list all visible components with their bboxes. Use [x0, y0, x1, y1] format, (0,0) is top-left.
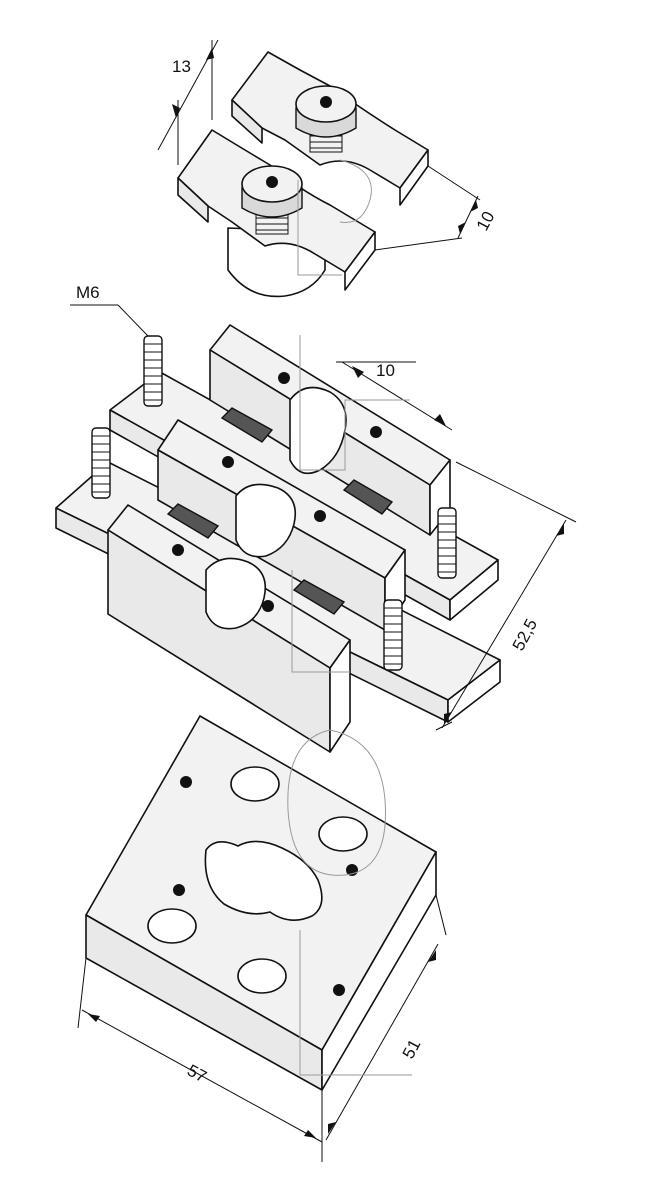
top-clamp-assembly — [177, 51, 429, 298]
rear-wing-front — [231, 99, 263, 144]
jaw-assembly — [55, 324, 501, 753]
stud-front-left — [91, 427, 111, 499]
stud-front-right — [383, 599, 403, 671]
watermark-logo — [287, 159, 412, 1076]
base-hole-2 — [318, 816, 368, 852]
base-length-label: 57 — [184, 1061, 210, 1087]
rear-jaw-block — [209, 324, 451, 536]
jaw-width-label: 10 — [376, 361, 395, 380]
base-hole-1 — [230, 766, 280, 802]
assembly-length-label: 52,5 — [509, 616, 541, 654]
jaw-pad-4 — [292, 579, 346, 615]
base-hole-3 — [147, 908, 197, 944]
rear-cap-screw — [295, 85, 357, 153]
thread-callout: M6 — [70, 283, 149, 337]
clamp-depth-label: 10 — [473, 208, 499, 234]
base-block — [85, 715, 437, 1091]
jaw-pad-1 — [220, 407, 274, 443]
jaw-pad-2 — [342, 479, 394, 515]
stud-rear-right — [437, 507, 457, 579]
jaw-pad-3 — [166, 503, 220, 539]
stud-rear-left — [143, 335, 163, 407]
dimension-jaw-width: 10 — [336, 361, 453, 431]
base-center-slot — [204, 840, 323, 921]
base-width-label: 51 — [399, 1036, 425, 1062]
front-jaw-block — [107, 504, 351, 753]
middle-jaw-block — [157, 419, 406, 631]
front-wing-front — [177, 177, 209, 223]
front-cap-screw — [241, 165, 303, 235]
clamp-height-label: 13 — [172, 57, 191, 76]
thread-label: M6 — [76, 283, 100, 302]
dimension-clamp-height: 13 — [157, 39, 219, 165]
base-hole-4 — [237, 958, 287, 994]
